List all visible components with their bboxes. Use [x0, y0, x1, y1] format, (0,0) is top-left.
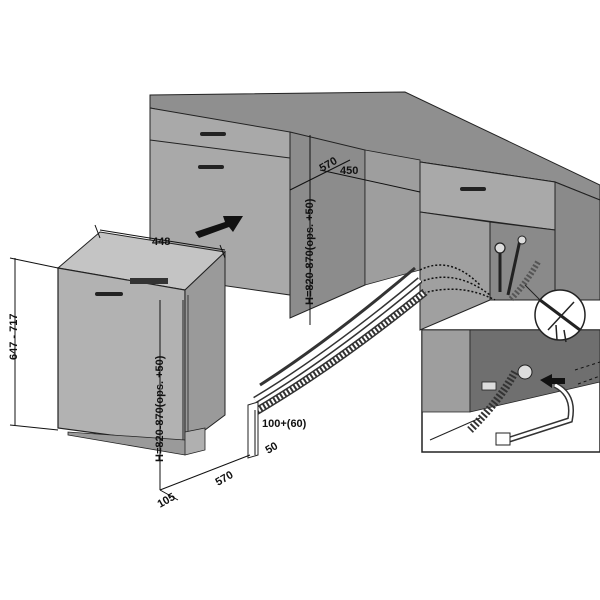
right-cabinet: [419, 161, 600, 331]
appliance-total-height-label: H=820-870(ops. +50): [154, 355, 166, 462]
appliance-width-label: 448: [152, 236, 170, 248]
appliance-height-label: 647 - 717: [8, 314, 20, 360]
hose-connector: [495, 432, 511, 446]
plinth-depth-label: 50: [264, 440, 281, 457]
base-depth-label: 570: [214, 469, 236, 489]
door-handle: [198, 165, 224, 169]
cabinet-width-label: 450: [340, 165, 358, 177]
water-tap-icon: [419, 235, 541, 303]
connection-detail-inset: [421, 329, 600, 453]
plinth-panel: [247, 401, 259, 459]
left-arrow-icon: [540, 374, 565, 388]
appliance-door-handle: [95, 292, 123, 296]
drawer-handle: [200, 132, 226, 136]
control-panel: [130, 278, 168, 284]
magnifier-callout: [524, 284, 586, 343]
door-offset-label: 105: [156, 491, 178, 511]
plinth-height-label: 100+(60): [262, 418, 307, 430]
cabinet-height-label: H=820-870(ops. +50): [304, 198, 316, 305]
outlet-fitting: [517, 364, 533, 380]
dimension-lines: [9, 135, 421, 501]
niche-side-panel: [289, 131, 421, 319]
floor-hoses: [252, 266, 428, 416]
right-arrow-icon: [195, 216, 243, 238]
inlet-valve: [481, 381, 497, 391]
right-drawer-handle: [460, 187, 486, 191]
dishwasher-appliance: [56, 231, 227, 456]
